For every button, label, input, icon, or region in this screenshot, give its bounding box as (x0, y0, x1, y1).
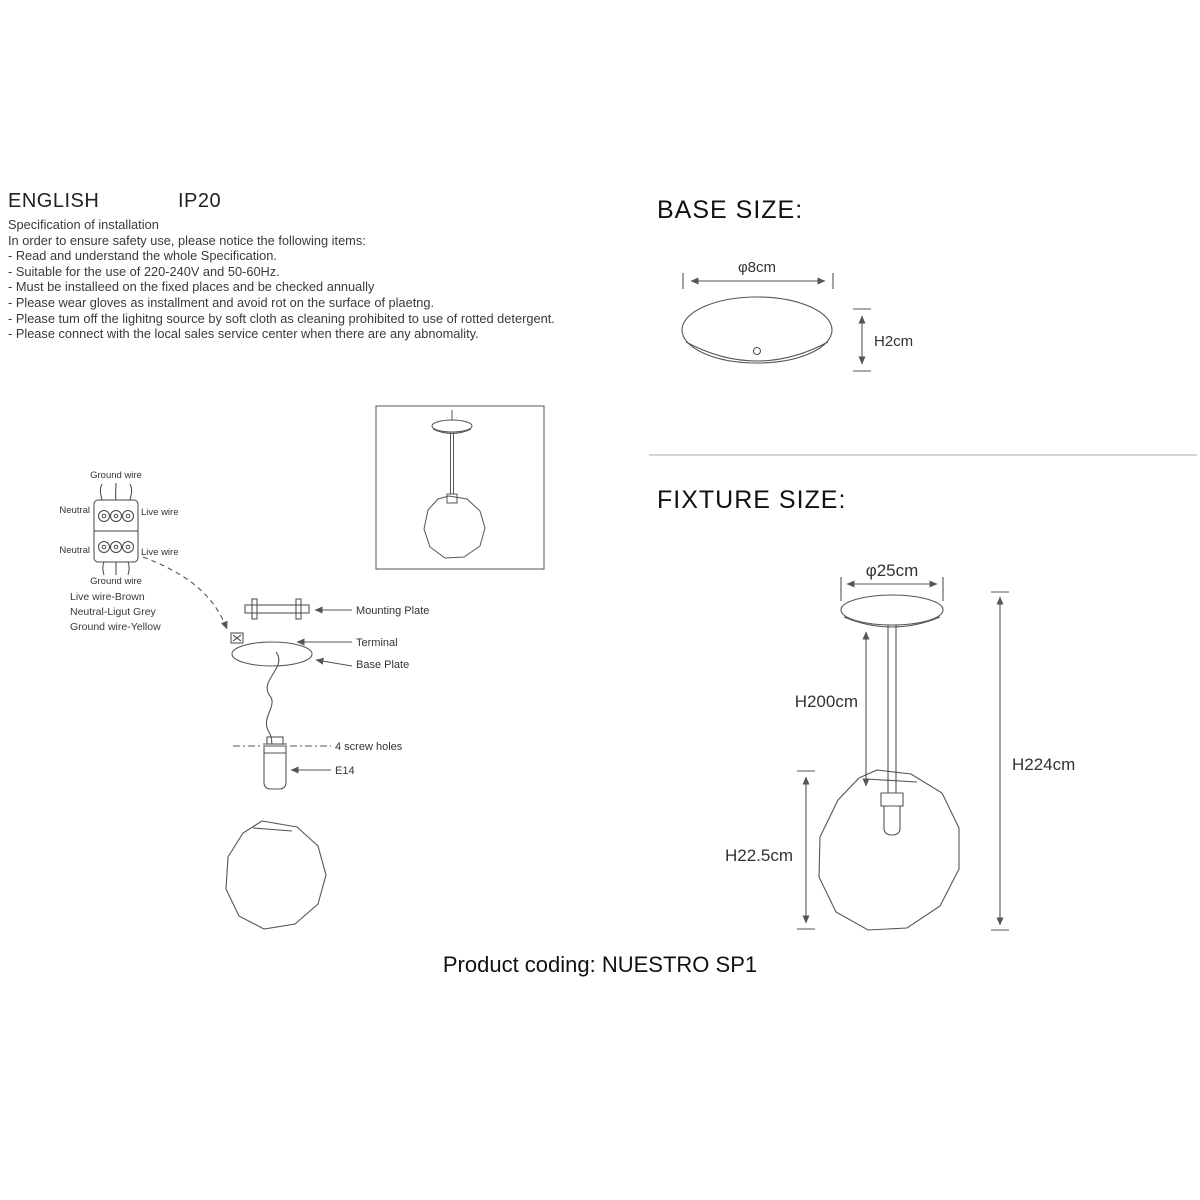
neutral-row2-label: Neutral (59, 545, 90, 556)
fixture-bulb (883, 805, 901, 836)
fixture-socket (880, 792, 904, 807)
spec-item: - Suitable for the use of 220-240V and 5… (8, 263, 280, 279)
spec-item: - Please tum off the lighitng source by … (8, 310, 555, 326)
shade-shape (225, 820, 327, 930)
base-center-hole (752, 346, 762, 356)
language-label: ENGLISH (8, 190, 100, 212)
mounting-plate-label: Mounting Plate (356, 605, 429, 617)
preview-canopy (431, 419, 473, 433)
fixture-glass-shade (818, 769, 960, 931)
rod-height-label: H200cm (795, 692, 858, 711)
base-height-label: H2cm (874, 333, 913, 350)
socket-shape (263, 745, 287, 790)
product-coding: Product coding: NUESTRO SP1 (442, 952, 758, 977)
spec-item: - Please connect with the local sales se… (8, 326, 479, 342)
terminal-wiring-diagram (93, 482, 139, 576)
spec-item: - Please wear gloves as installment and … (8, 294, 435, 310)
live-row2-label: Live wire (141, 547, 179, 558)
base-size-title: BASE SIZE: (657, 196, 804, 224)
neutral-row1-label: Neutral (59, 505, 90, 516)
cord-shape (265, 651, 280, 745)
ground-wire-top-label: Ground wire (90, 470, 142, 481)
base-plate-label: Base Plate (356, 659, 409, 671)
mounting-plate-shape (244, 604, 310, 614)
pendant-preview-box (375, 405, 545, 570)
spec-item: - Must be installeed on the fixed places… (8, 279, 375, 295)
spec-intro: In order to ensure safety use, please no… (8, 232, 366, 248)
terminal-label: Terminal (356, 637, 398, 649)
preview-frame (375, 405, 545, 570)
preview-shade (423, 495, 486, 559)
ip-rating-label: IP20 (178, 190, 222, 212)
legend-live-wire: Live wire-Brown (70, 591, 145, 603)
shade-height-label: H22.5cm (725, 846, 793, 865)
ground-wire-bottom-label: Ground wire (90, 576, 142, 587)
legend-neutral-wire: Neutral-Ligut Grey (70, 606, 156, 618)
base-plate-shape (231, 641, 313, 667)
terminal-shape (230, 632, 244, 644)
base-plate-leader (315, 657, 353, 667)
fixture-drawing (797, 577, 1009, 931)
base-size-drawing (681, 273, 871, 372)
screw-holes-label: 4 screw holes (335, 741, 403, 753)
installation-spec: Specification of installation In order t… (8, 217, 668, 342)
fixture-size-title: FIXTURE SIZE: (657, 486, 847, 514)
base-diameter-label: φ8cm (738, 259, 776, 276)
fixture-canopy (840, 594, 944, 626)
live-row1-label: Live wire (141, 507, 179, 518)
wire-color-legend: Live wire-Brown Neutral-Ligut Grey Groun… (70, 590, 161, 635)
spec-item: - Read and understand the whole Specific… (8, 248, 277, 264)
wiring-to-base-arrow (142, 556, 228, 630)
total-height-label: H224cm (1012, 755, 1075, 774)
fixture-diameter-label: φ25cm (866, 561, 919, 580)
assembly-diagram (225, 598, 353, 930)
legend-ground-wire: Ground wire-Yellow (70, 621, 161, 633)
base-disc (681, 296, 833, 364)
socket-label: E14 (335, 765, 355, 777)
spec-title: Specification of installation (8, 217, 159, 232)
